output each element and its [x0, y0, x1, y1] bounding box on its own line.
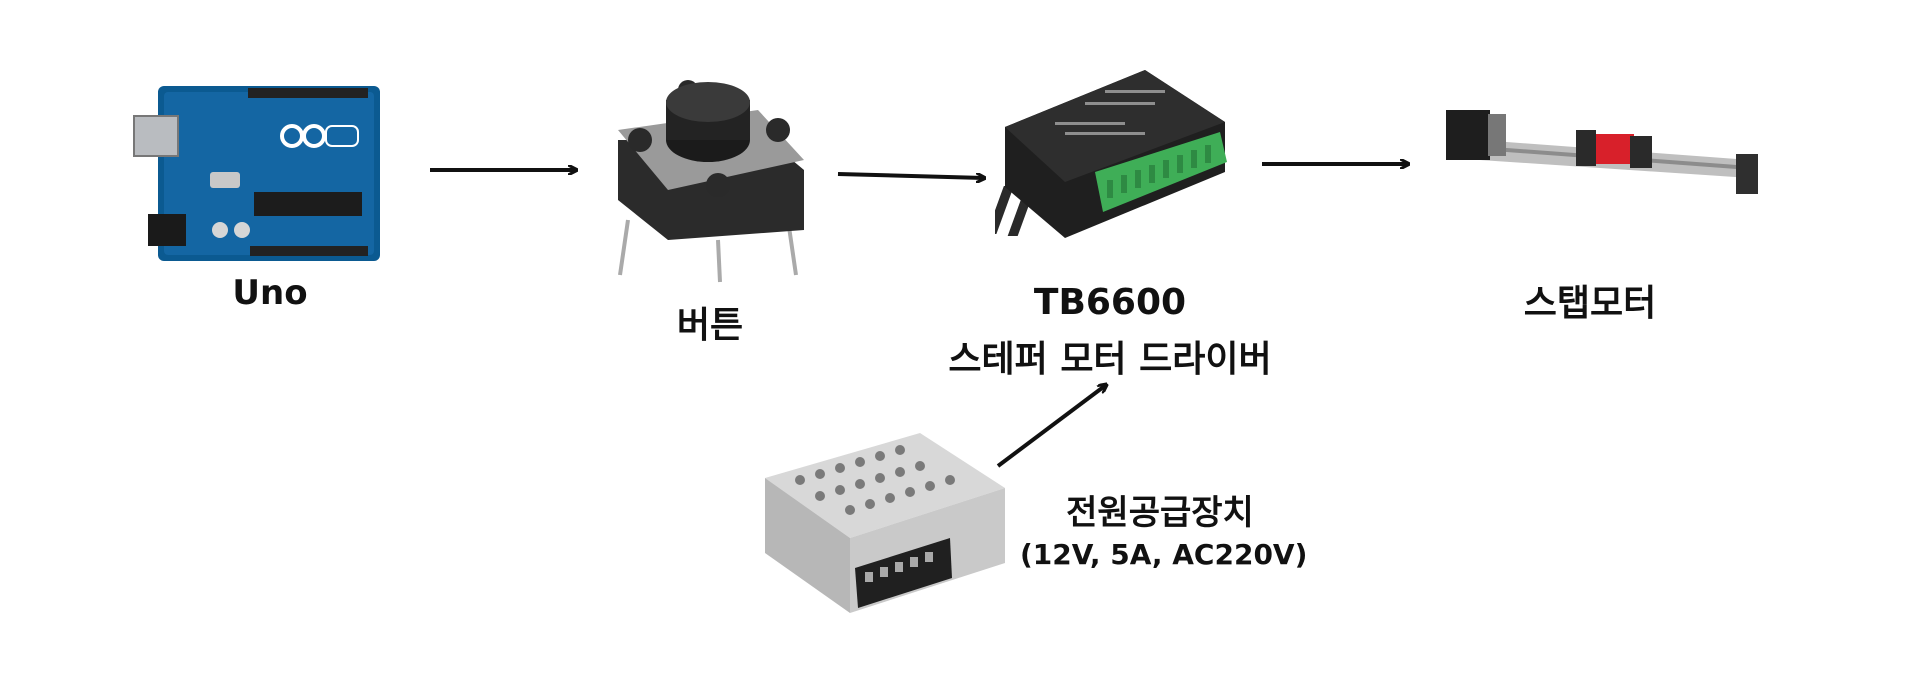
driver-label-line1: TB6600	[1033, 282, 1187, 323]
tactile-push-button-icon	[618, 80, 804, 283]
stepper-label: 스탭모터	[1523, 283, 1657, 324]
driver-node	[995, 62, 1235, 242]
uno-label: Uno	[232, 273, 308, 313]
uno-node	[130, 80, 385, 265]
button-node	[608, 70, 808, 285]
stepper-node	[1440, 100, 1770, 220]
psu-label-line1: 전원공급장치	[1066, 493, 1254, 533]
arrow-psu-to-driver	[996, 385, 1106, 468]
psu-node	[760, 428, 1010, 618]
linear-stepper-actuator-icon	[1446, 110, 1758, 194]
psu-label-line2: (12V, 5A, AC220V)	[1020, 538, 1308, 571]
driver-label-line2: 스테퍼 모터 드라이버	[948, 339, 1272, 380]
arrow-button-to-driver	[837, 172, 984, 178]
button-label: 버튼	[676, 305, 744, 346]
stepper-driver-icon	[995, 70, 1227, 238]
arduino-uno-board-icon	[133, 86, 380, 261]
power-supply-unit-icon	[765, 433, 1005, 613]
